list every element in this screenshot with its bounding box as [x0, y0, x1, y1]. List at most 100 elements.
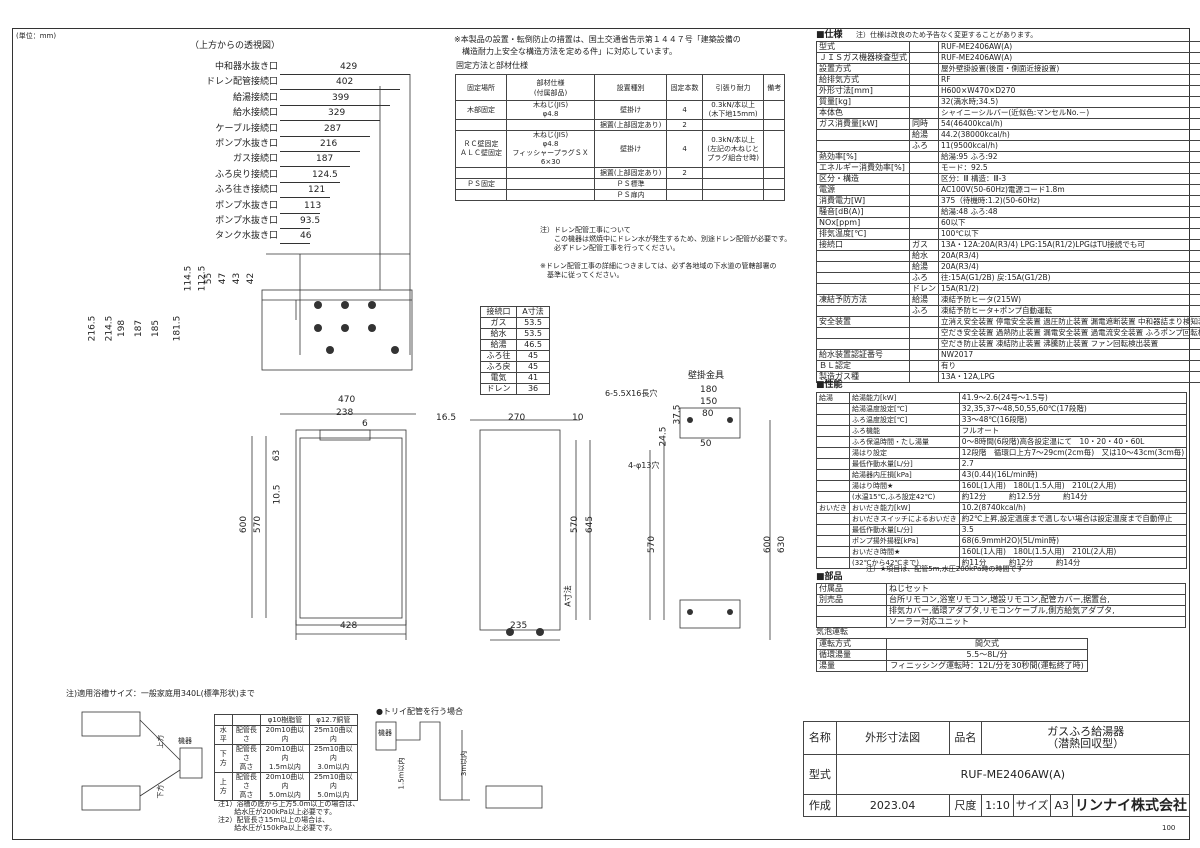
perf-value: 68(6.9mmH2O)(5L/min時) [958, 535, 1188, 547]
perf-row: 給湯給湯能力[kW]41.9～2.6(24号～1.5号) [816, 392, 1188, 404]
perf-group: 給湯 [816, 392, 850, 404]
fix-cell-remark [763, 178, 785, 190]
pipe-note-line: 注2）配管長さ15m以上の場合は、 [218, 816, 330, 824]
spec-key: 質量[kg] [816, 96, 910, 108]
perf-row: おいだきスイッチによるおいだき約2℃上昇,設定温度まで温しない場合は設定温度まで… [816, 513, 1188, 525]
company-name: リンナイ株式会社 [1072, 794, 1190, 817]
spec-key [816, 261, 910, 273]
perf-value: 12段階 循環口上方7～29cm(2cm毎) 又は10～43cm(3cm毎) [958, 447, 1188, 459]
spec-sub: 給湯 [909, 294, 939, 306]
pipe-cell: 水平 [214, 725, 233, 745]
pipe-cell: 25m10曲以内 [308, 725, 359, 745]
a-cell: ガス [479, 317, 518, 329]
perf-value: 10.2(8740kcal/h) [958, 502, 1188, 514]
top-dim-label: ドレン配管接続口 [205, 77, 278, 88]
fix-cell: 木ねじ(JIS) φ4.8 [505, 100, 596, 120]
spec-key [816, 140, 910, 152]
pipe-cell: 25m10曲以内 5.0m以内 [308, 772, 359, 801]
top-dim-label: タンク水抜き口 [214, 231, 278, 242]
perf-row: 最低作動水量[L/分]3.5 [816, 524, 1188, 536]
perf-key: おいだきスイッチによるおいだき [849, 513, 960, 525]
parts-key [816, 616, 887, 628]
top-dim-line [280, 151, 360, 152]
spec-key: 外形寸法[mm] [816, 85, 910, 97]
spec-sub [909, 184, 939, 196]
spec-sub [909, 349, 939, 361]
top-dim-label: ポンプ水抜き口 [215, 216, 278, 226]
pipe-note-line: 注1）浴槽の底から上方5.0m以上の場合は、 [218, 800, 360, 808]
bracket-top [679, 407, 741, 439]
spec-key: 本体色 [816, 107, 910, 119]
spec-value: 13A・12A:20A(R3/4) LPG:15A(R1/2)LPGはTU接続で… [938, 239, 1200, 251]
spec-value: H600×W470×D270 [938, 85, 1200, 97]
fix-cell: 2 [666, 119, 703, 131]
vert-dim: 55 [204, 272, 215, 285]
spec-key: ガス消費量[kW] [816, 118, 910, 130]
fix-cell: 4 [666, 130, 703, 168]
spec-value: 20A(R3/4) [938, 250, 1200, 262]
performance-table: 給湯給湯能力[kW]41.9～2.6(24号～1.5号)給湯温度設定[℃]32,… [816, 392, 1188, 569]
top-dim-line [280, 228, 310, 229]
product-line: （潜熱回収型） [1047, 737, 1125, 750]
dim-235: 235 [510, 621, 528, 631]
spec-value: 空だき防止装置 凍結防止装置 沸騰防止装置 ファン回転検出装置 [938, 338, 1200, 350]
spec-sub: ガス [909, 239, 939, 251]
spec-value: RUF-ME2406AW(A) [938, 41, 1200, 53]
side-dim: 216.5 [87, 315, 98, 342]
parts-key: 別売品 [816, 594, 887, 606]
spec-row: 空だき安全装置 過熱防止装置 漏電安全装置 過電流安全装置 ふろポンプ回転検出装… [816, 327, 1200, 339]
spec-sub [909, 52, 939, 64]
perf-key: 給湯器内圧損[kPa] [849, 469, 960, 481]
perf-group [816, 491, 850, 503]
a-cell: 41 [516, 372, 550, 384]
vert-dim: 114.5 [183, 265, 194, 292]
top-dim-line [280, 135, 370, 137]
drain-note-line: ※ドレン配管工事の詳細につきましては、必ず各地域の下水道の管轄部署の [540, 262, 777, 270]
spec-key: 設置方式 [816, 63, 910, 75]
bubble-row: 湯量フィニッシング運転時：12L/分を30秒間(運転終了時) [816, 660, 1088, 672]
spec-sub [909, 217, 939, 229]
spec-row: 熱効率[%]給湯:95 ふろ:92 [816, 151, 1200, 163]
scale-label: 尺度 [948, 794, 983, 817]
perf-value: 約12分 約12.5分 約14分 [958, 491, 1188, 503]
bath-unit-label: 機器 [178, 737, 192, 745]
top-dim-value: 93.5 [300, 216, 321, 226]
perf-key: 給湯能力[kW] [849, 392, 960, 404]
spec-row: ふろ往:15A(G1/2B) 戻:15A(G1/2B) [816, 272, 1200, 284]
spec-value: 54(46400kcal/h) [938, 118, 1200, 130]
fix-cell: ＲＣ壁固定 ＡＬＣ壁固定 [455, 130, 507, 168]
title-block: 名称 外形寸法図 品名 ガスふろ給湯器（潜熱回収型） 型式 RUF-ME2406… [803, 721, 1191, 817]
spec-key: 排気温度[℃] [816, 228, 910, 240]
spec-key [816, 129, 910, 141]
top-dim-value: 216 [320, 139, 338, 149]
pipe-note-line: 給水圧が150kPa以上必要です。 [218, 824, 337, 832]
bracket-slots: 6-5.5X16長穴 [605, 389, 658, 398]
perf-value: 0～8時間(6段階)高各設定温にて 10・20・40・60L [958, 436, 1188, 448]
fix-cell: 壁掛け [594, 130, 668, 168]
size: A3 [1050, 794, 1073, 817]
bubble-value: 間欠式 [886, 638, 1088, 650]
spec-sub: 給湯 [909, 129, 939, 141]
dim-600-bracket: 600 [763, 535, 774, 554]
top-dim-line [280, 104, 390, 106]
page-number: 100 [1162, 824, 1176, 832]
spec-value: 給湯:48 ふろ:48 [938, 206, 1200, 218]
spec-row: 質量[kg]32(満水時;34.5) [816, 96, 1200, 108]
fix-cell [505, 167, 596, 179]
spec-key: 電源 [816, 184, 910, 196]
perf-group [816, 480, 850, 492]
spec-value: 空だき安全装置 過熱防止装置 漏電安全装置 過電流安全装置 ふろポンプ回転検出装… [938, 327, 1200, 339]
dim-10-5: 10.5 [272, 484, 283, 505]
spec-key [816, 327, 910, 339]
top-dim-value: 287 [324, 123, 342, 134]
pipe-cell: 20m10曲以内 5.0m以内 [260, 772, 310, 801]
dim-270: 270 [508, 413, 526, 423]
